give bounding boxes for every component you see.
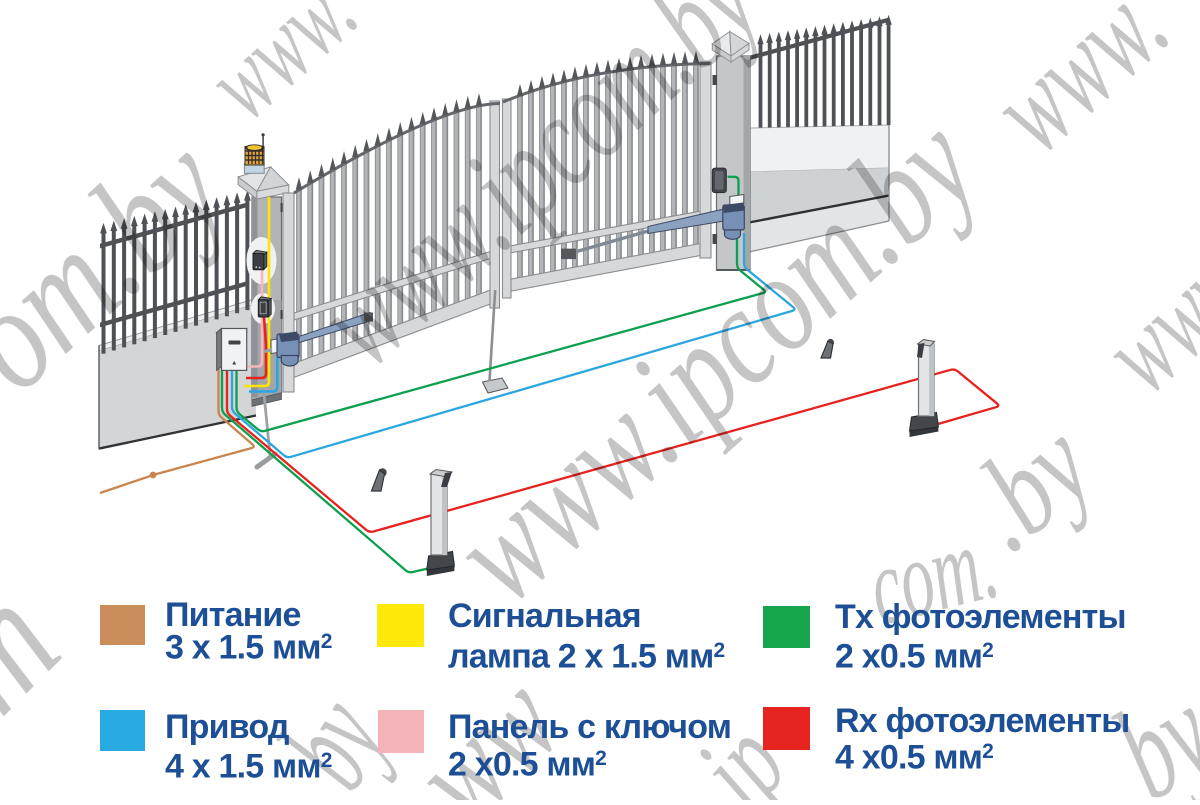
svg-text:om: om [0, 550, 92, 791]
svg-text:www.: www. [183, 0, 379, 142]
svg-text:www.: www. [1077, 208, 1200, 418]
svg-text:com.: com. [856, 499, 1008, 648]
svg-text:www.: www. [965, 0, 1194, 179]
